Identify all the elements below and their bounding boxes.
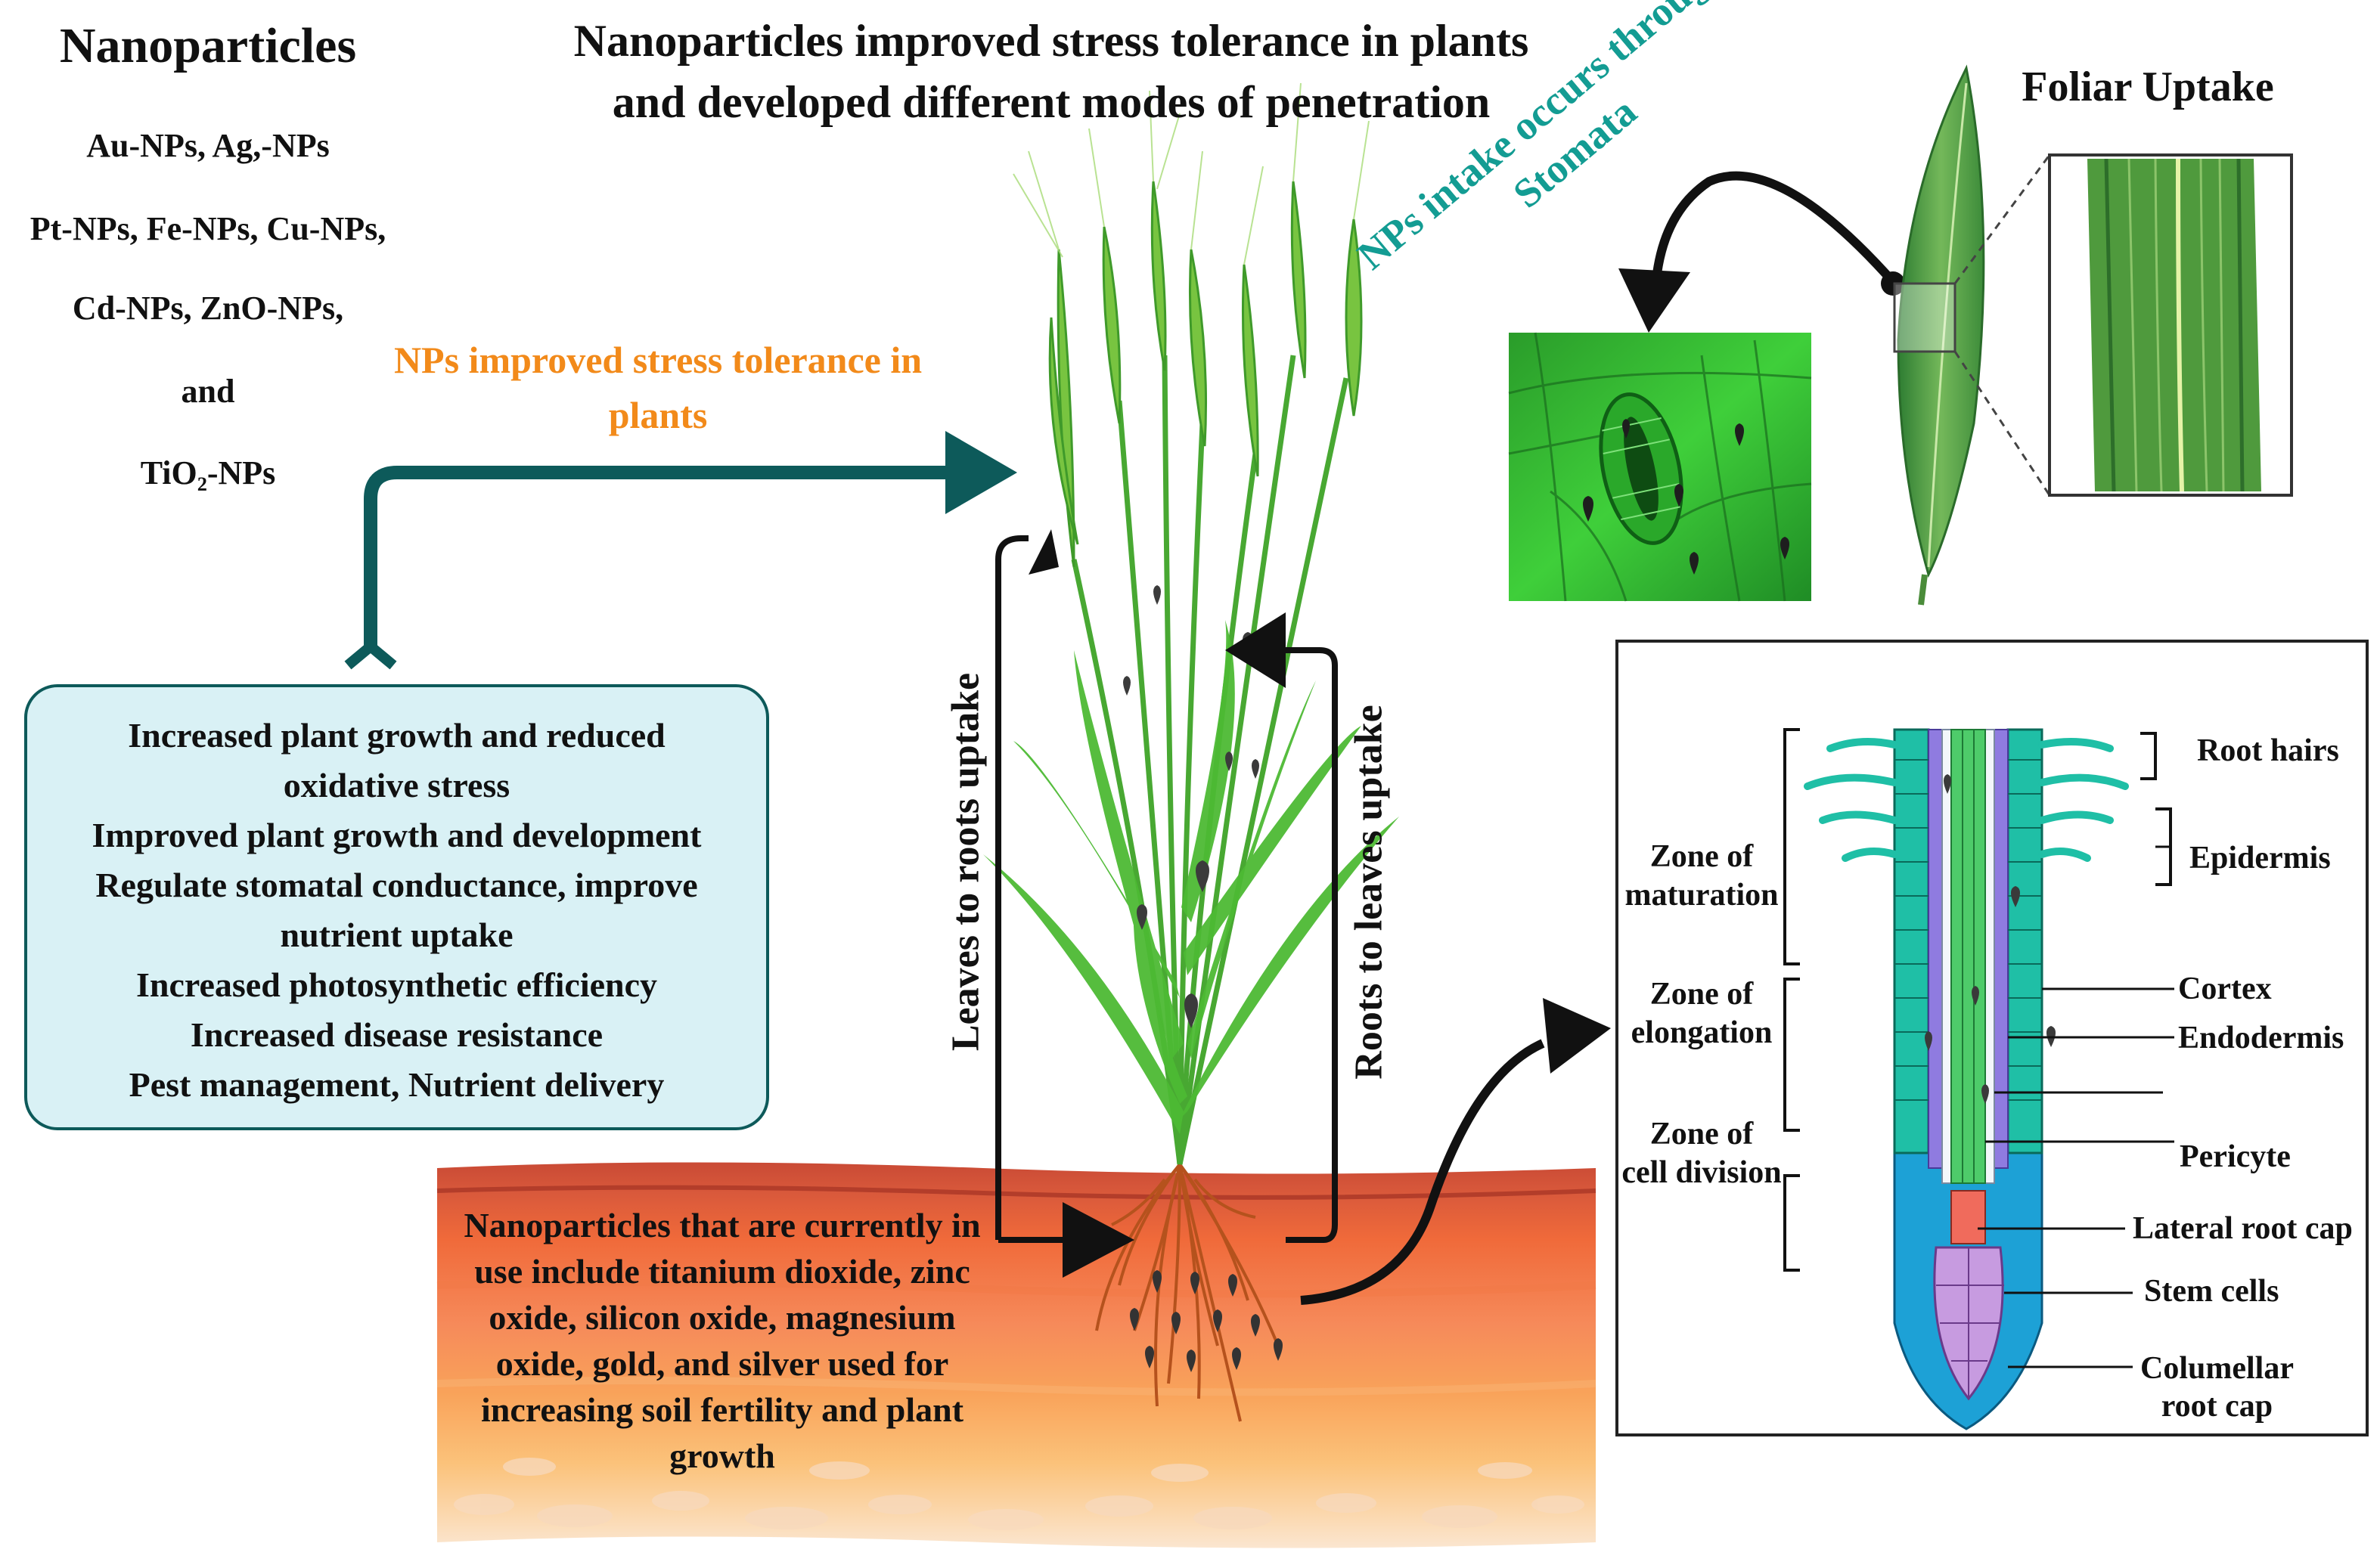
np-line-5: TiO₂-NPs [140,454,276,491]
np-line-2: Pt-NPs, Fe-NPs, Cu-NPs, [29,210,386,247]
columellar-line-1: Columellar [2140,1351,2294,1386]
soil-nanoparticles-text: Nanoparticles that are currently in use … [431,1202,1013,1479]
np-line-3: Cd-NPs, ZnO-NPs, [72,290,344,327]
zone-elongation-line-2: elongation [1631,1015,1773,1051]
uptake-loop-arrows [995,535,1338,1243]
columellar-line-2: root cap [2161,1389,2273,1424]
main-title-line-2: and developed different modes of penetra… [612,77,1491,127]
plant-roots [1095,1163,1280,1422]
soil-nanoparticles [1130,1270,1283,1372]
cortex-label: Cortex [2178,972,2272,1006]
pericyte-label: Pericyte [2180,1139,2291,1174]
benefits-list: Increased plant growth and reduced oxida… [24,711,769,1110]
soil-text-line-4: oxide, gold, and silver used for [495,1344,949,1383]
benefit-line-4: Regulate stomatal conductance, improve [95,866,698,904]
main-title: Nanoparticles improved stress tolerance … [492,11,1611,133]
zone-maturation-line-1: Zone of [1649,839,1754,874]
foliar-leaf [1893,64,2293,606]
zone-elongation-label: Zone of elongation [1603,975,1800,1052]
foliar-uptake-title: Foliar Uptake [2022,64,2274,110]
benefit-line-5: nutrient uptake [280,916,514,954]
stomata-image [1508,332,1812,602]
endodermis-label: Endodermis [2178,1021,2344,1055]
zone-division-line-2: cell division [1621,1155,1782,1191]
soil-text-line-3: oxide, silicon oxide, magnesium [489,1298,956,1337]
soil-text-line-5: increasing soil fertility and plant [480,1390,964,1429]
benefit-line-8: Pest management, Nutrient delivery [129,1065,665,1104]
wheat-plant [983,82,1399,1165]
stress-tolerance-label: NPs improved stress tolerance in plants [325,333,991,442]
zone-division-label: Zone of cell division [1603,1115,1800,1192]
epidermis-label: Epidermis [2189,841,2331,875]
root-tip-panel [1615,640,2369,1436]
zone-maturation-label: Zone of maturation [1603,838,1800,915]
np-line-1: Au-NPs, Ag,-NPs [86,127,330,164]
benefit-line-7: Increased disease resistance [190,1015,604,1054]
soil-layers [436,1162,1596,1548]
benefit-line-6: Increased photosynthetic efficiency [135,965,658,1004]
soil-text-line-6: growth [669,1436,775,1475]
lateral-root-cap-label: Lateral root cap [2133,1211,2353,1246]
np-line-4: and [181,373,235,410]
benefit-line-1: Increased plant growth and reduced [128,716,666,755]
root-panel-arrow [1300,998,1611,1305]
main-title-line-1: Nanoparticles improved stress tolerance … [573,16,1529,66]
zone-elongation-line-1: Zone of [1649,977,1754,1012]
benefit-line-2: oxidative stress [283,766,510,804]
root-hairs-label: Root hairs [2197,733,2339,768]
roots-to-leaves-label: Roots to leaves uptake [1347,705,1391,1080]
stem-cells-label: Stem cells [2144,1274,2279,1309]
uptake-arrowheads [1029,529,1286,1278]
benefits-arrow [344,431,1017,670]
nanoparticles-heading: Nanoparticles [59,18,357,73]
zone-maturation-line-2: maturation [1624,878,1779,913]
stomata-arrow [1618,171,1905,333]
benefits-box [24,684,769,1130]
columellar-root-cap-label: Columellar root cap [2140,1350,2294,1426]
leaves-to-roots-label: Leaves to roots uptake [944,672,988,1052]
stress-label-line-2: plants [608,393,708,436]
soil-text-line-1: Nanoparticles that are currently in [464,1206,981,1244]
stress-label-line-1: NPs improved stress tolerance in [393,339,923,381]
soil-text-line-2: use include titanium dioxide, zinc [474,1252,970,1291]
zone-division-line-1: Zone of [1649,1117,1754,1151]
benefit-line-3: Improved plant growth and development [92,816,702,854]
